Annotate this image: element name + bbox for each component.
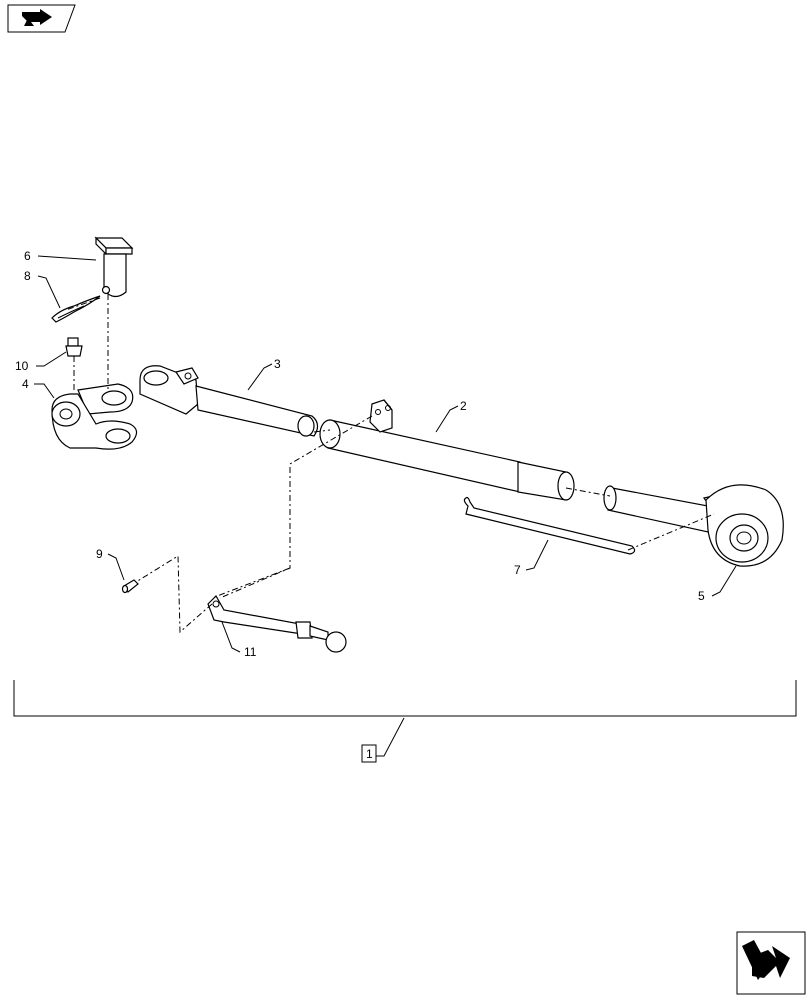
part-8-clip bbox=[51, 295, 101, 323]
callout-10: 10 bbox=[15, 359, 29, 373]
part-3-eye-end bbox=[139, 365, 319, 437]
callout-2: 2 bbox=[460, 399, 467, 413]
part-11-handle bbox=[207, 595, 347, 653]
callout-9: 9 bbox=[96, 547, 103, 561]
callout-5: 5 bbox=[698, 589, 705, 603]
callout-7: 7 bbox=[514, 563, 521, 577]
callout-8: 8 bbox=[24, 269, 31, 283]
next-page-arrow-icon[interactable] bbox=[736, 931, 806, 995]
assembly-bracket bbox=[13, 680, 797, 757]
callout-4: 4 bbox=[22, 377, 29, 391]
assembly-lines bbox=[65, 294, 715, 634]
assembly-callout-box: 1 bbox=[361, 744, 377, 763]
callout-3: 3 bbox=[274, 357, 281, 371]
part-6-pin bbox=[94, 236, 134, 298]
prev-page-arrow-icon[interactable] bbox=[7, 4, 76, 33]
part-5-ball-end bbox=[603, 484, 784, 567]
svg-text:1: 1 bbox=[366, 747, 373, 761]
part-2-main-tube bbox=[319, 399, 575, 501]
callout-6: 6 bbox=[24, 249, 31, 263]
part-9-pin bbox=[121, 579, 139, 594]
leader-lines bbox=[34, 255, 737, 653]
callout-11: 11 bbox=[244, 645, 257, 659]
part-4-clevis bbox=[51, 383, 138, 450]
part-10-grease-fitting bbox=[65, 337, 83, 357]
part-7-rod bbox=[463, 496, 636, 555]
